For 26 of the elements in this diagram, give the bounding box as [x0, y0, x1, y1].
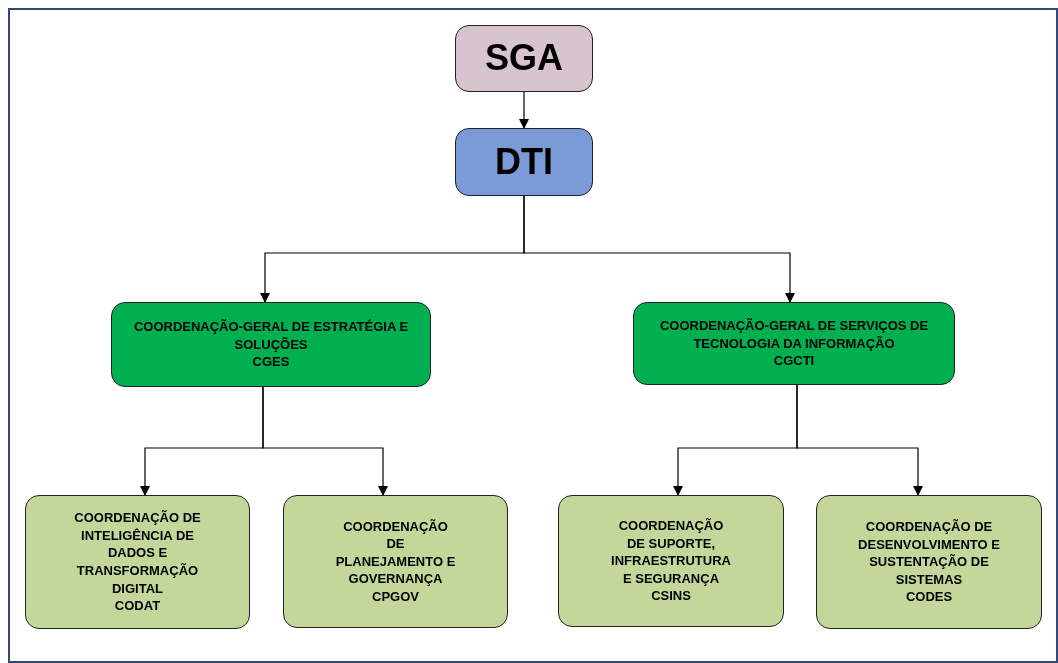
connector-arrow	[523, 195, 795, 303]
unit-name: DTI	[495, 139, 553, 184]
unit-acronym: CPGOV	[372, 587, 419, 606]
unit-name: COORDENAÇÃO DE SUPORTE, INFRAESTRUTURA E SEGURANÇA	[610, 517, 732, 588]
unit-box	[455, 128, 593, 196]
unit-acronym: CODES	[905, 588, 953, 606]
unit-name: COORDENAÇÃO DE INTELIGÊNCIA DE DADOS E TRANSFORMAÇÃO DIGITAL	[73, 509, 202, 598]
department-box	[111, 302, 431, 387]
unit-name: SGA	[485, 36, 563, 81]
coordination-box	[283, 495, 508, 628]
unit-name: COORDENAÇÃO-GERAL DE SERVIÇOS DE TECNOLOGIA DA INFORMAÇÃO	[658, 317, 930, 353]
unit-name: COORDENAÇÃO DE PLANEJAMENTO E GOVERNANÇA	[334, 517, 457, 588]
coordination-box	[558, 495, 784, 627]
coordination-box	[816, 495, 1042, 629]
unit-name: COORDENAÇÃO DE DESENVOLVIMENTO E SUSTENTAÇÃO DE SISTEMAS	[857, 518, 1001, 589]
department-box	[633, 302, 955, 385]
unit-acronym: CGES	[252, 353, 290, 371]
unit-acronym: CODAT	[114, 597, 161, 615]
coordination-box	[25, 495, 250, 629]
unit-acronym: CSINS	[651, 587, 691, 605]
connector-arrow	[262, 386, 388, 496]
connector-arrow	[796, 384, 923, 496]
unit-box	[455, 25, 593, 92]
unit-name: COORDENAÇÃO-GERAL DE ESTRATÉGIA E SOLUÇÕES	[132, 318, 410, 354]
connector-arrow	[519, 91, 529, 129]
unit-acronym: CGCTI	[773, 352, 815, 370]
